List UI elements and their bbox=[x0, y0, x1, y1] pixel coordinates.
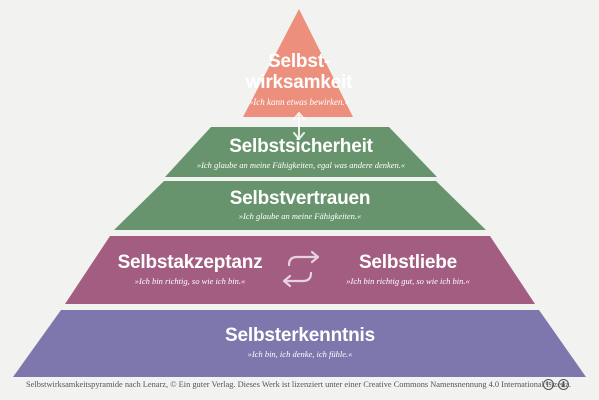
layer-selbstsicherheit-title: Selbstsicherheit bbox=[229, 136, 373, 157]
person-icon-glyph bbox=[562, 381, 565, 388]
layer-selbstliebe-subtitle: »Ich bin richtig gut, so wie ich bin.« bbox=[346, 276, 470, 286]
layer-selbstsicherheit-subtitle: »Ich glaube an meine Fähigkeiten, egal w… bbox=[196, 160, 406, 170]
layer-selbstwirksamkeit-subtitle: »Ich kann etwas bewirken.« bbox=[248, 97, 350, 107]
layer-selbstvertrauen-title: Selbstvertrauen bbox=[229, 188, 371, 209]
layer-selbsterkenntnis-title: Selbsterkenntnis bbox=[225, 325, 375, 346]
layer-selbsterkenntnis-shape bbox=[13, 310, 586, 377]
cc-license-icon: cc bbox=[543, 379, 554, 390]
layer-selbstsicherheit-shape bbox=[165, 127, 437, 177]
layer-selbstakzeptanz-title: Selbstakzeptanz bbox=[117, 252, 263, 273]
layer-selbstakzeptanz-subtitle: »Ich bin richtig, so wie ich bin.« bbox=[134, 276, 246, 286]
layer-selbstwirksamkeit-shape bbox=[243, 9, 353, 117]
layer-selbstliebe-title: Selbstliebe bbox=[358, 252, 458, 273]
double-arrow-vertical-icon bbox=[293, 112, 305, 140]
license-footer-text: Selbstwirksamkeitspyramide nach Lenarz, … bbox=[26, 380, 571, 389]
layer-selbstvertrauen-shape bbox=[114, 181, 486, 230]
layer-selbstvertrauen-subtitle: »Ich glaube an meine Fähigkeiten.« bbox=[238, 211, 362, 221]
layer-selbsterkenntnis-subtitle: »Ich bin, ich denke, ich fühle.« bbox=[247, 349, 353, 359]
attribution-person-icon bbox=[558, 379, 569, 390]
swap-arrows-icon bbox=[282, 250, 320, 288]
layer-selbstwirksamkeit-title-line2: wirksamkeit bbox=[245, 72, 353, 93]
layer-selbstakzeptanz-selbstliebe-shape bbox=[65, 236, 535, 304]
layer-selbstwirksamkeit-title-line1: Selbst- bbox=[268, 51, 330, 72]
